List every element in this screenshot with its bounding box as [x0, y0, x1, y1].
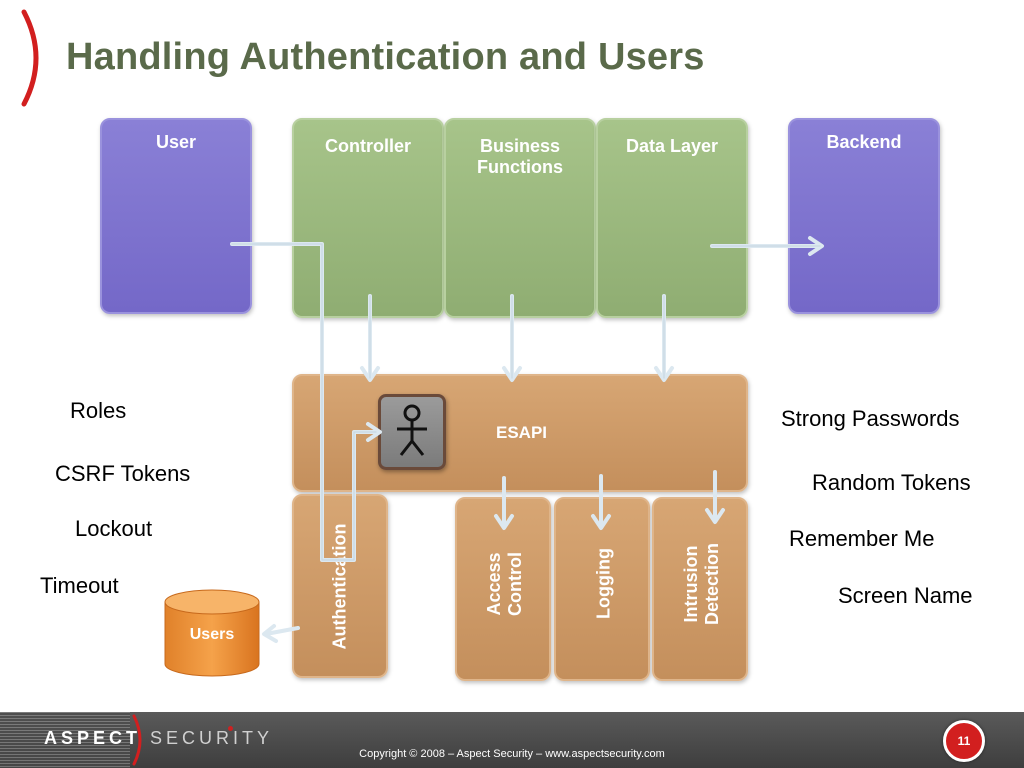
stick-figure-icon	[397, 404, 427, 456]
feature-timeout: Timeout	[40, 573, 119, 598]
business-functions-box: Business Functions	[444, 118, 596, 318]
logo-security-text: SECURITY	[150, 728, 274, 748]
controller-box: Controller	[292, 118, 444, 318]
user-box-label: User	[155, 132, 197, 152]
page-number-badge	[943, 720, 985, 762]
user-box: User	[100, 118, 252, 314]
authentication-box: Authentication	[292, 494, 388, 678]
feature-csrf-tokens: CSRF Tokens	[55, 461, 191, 486]
users-store-label: Users	[189, 626, 235, 643]
data-layer-box: Data Layer	[596, 118, 748, 318]
access-control-box-label: Access Control	[484, 552, 525, 616]
logging-box: Logging	[554, 497, 650, 681]
logo-aspect-text: ASPECT	[44, 728, 142, 748]
brand-parenthesis-icon	[21, 9, 39, 107]
copyright-text: Copyright © 2008 – Aspect Security – www…	[359, 748, 665, 760]
feature-random-tokens: Random Tokens	[812, 470, 971, 495]
feature-lockout: Lockout	[75, 516, 153, 541]
backend-box: Backend	[788, 118, 940, 314]
footer-stripes	[0, 712, 130, 768]
footer-bar	[0, 712, 1024, 768]
page-number: 11	[957, 734, 971, 748]
backend-box-label: Backend	[826, 132, 902, 152]
feature-strong-passwords: Strong Passwords	[781, 406, 960, 431]
feature-screen-name: Screen Name	[838, 583, 973, 608]
data-layer-box-label: Data Layer	[625, 136, 719, 156]
intrusion-detection-box: Intrusion Detection	[652, 497, 748, 681]
controller-box-label: Controller	[324, 136, 411, 156]
feature-roles: Roles	[70, 398, 127, 423]
logo-parenthesis-icon	[132, 714, 142, 766]
database-cylinder-icon	[164, 589, 260, 677]
page-title: Handling Authentication and Users	[66, 36, 705, 78]
logging-box-label: Logging	[593, 548, 614, 619]
access-control-box: Access Control	[455, 497, 551, 681]
authentication-box-label: Authentication	[329, 523, 350, 650]
logo-dot	[228, 726, 233, 731]
intrusion-detection-box-label: Intrusion Detection	[681, 543, 722, 626]
business-functions-box-label: Business Functions	[477, 136, 563, 177]
user-actor	[378, 394, 446, 470]
esapi-box: ESAPI	[292, 374, 748, 492]
esapi-box-label: ESAPI	[495, 423, 548, 442]
feature-remember-me: Remember Me	[789, 526, 935, 551]
